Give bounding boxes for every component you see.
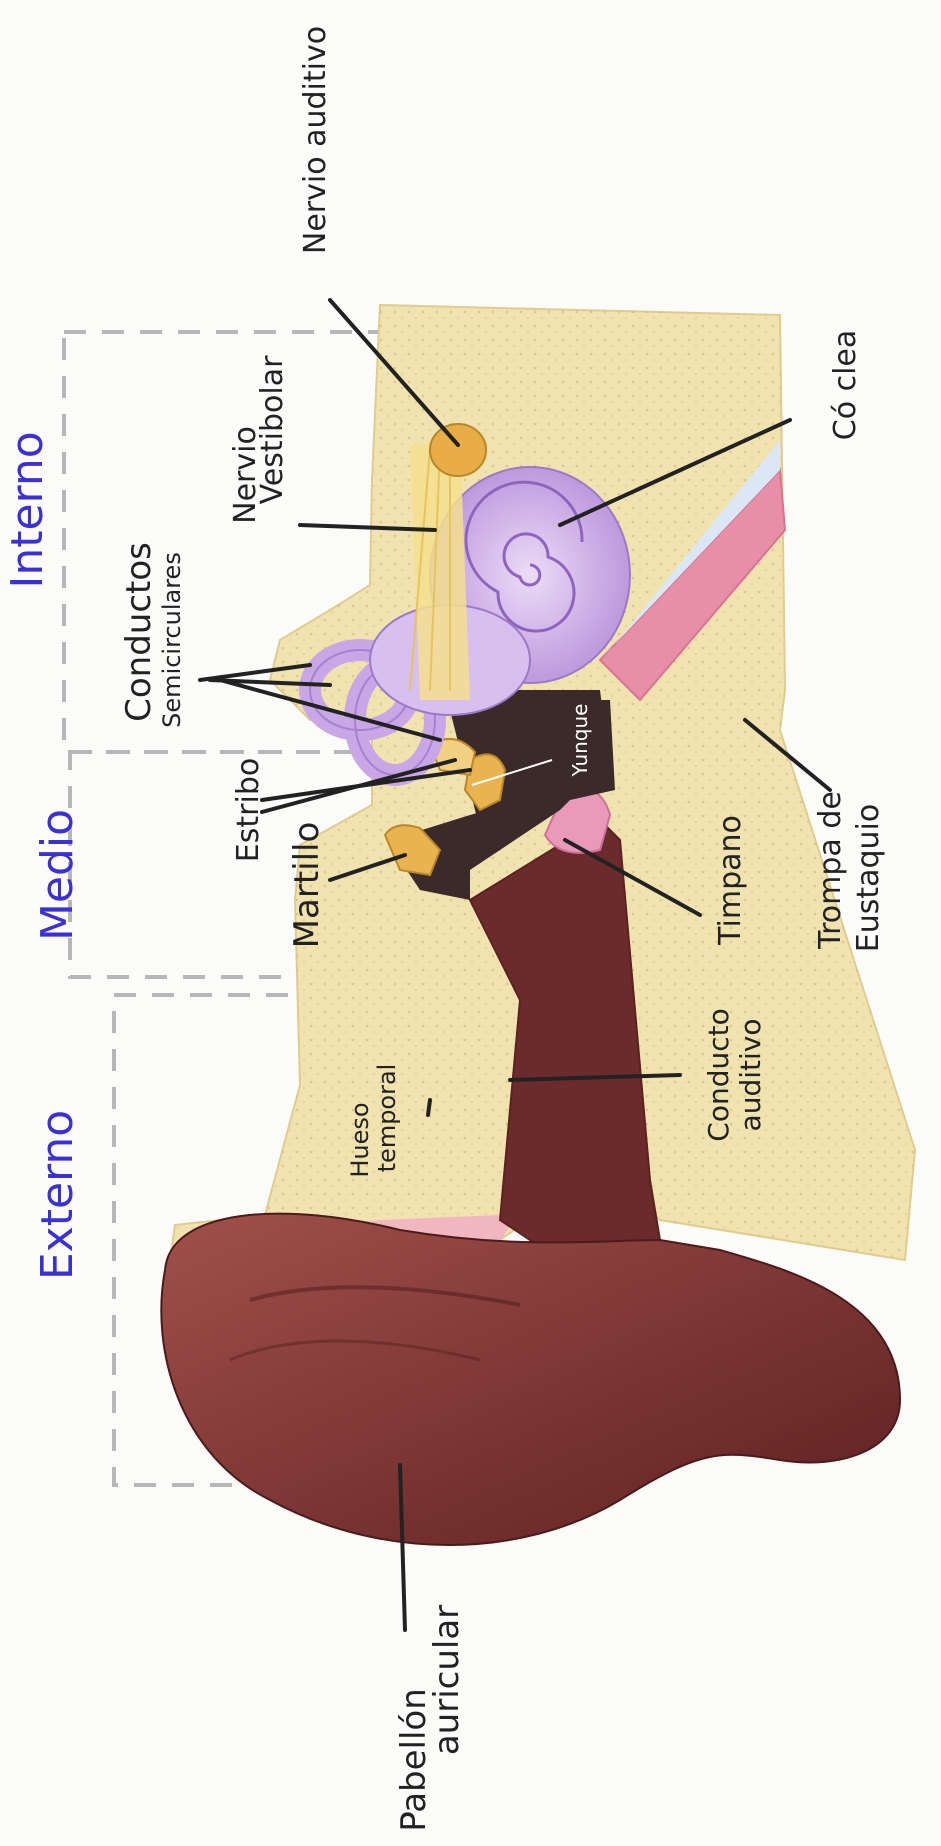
label-yunque: Yunque xyxy=(568,704,592,778)
label-coclea: Có clea xyxy=(828,330,863,441)
label-trompa-1: Trompa de xyxy=(813,791,848,950)
nervio-auditivo-ganglion xyxy=(430,424,486,476)
label-hueso-1: Hueso xyxy=(346,1102,374,1177)
label-conductos-1: Conductos xyxy=(119,542,159,722)
section-externo: Externo xyxy=(32,1110,83,1280)
label-conductos-2: Semicirculares xyxy=(158,552,186,728)
label-conducto-1: Conducto xyxy=(702,1008,735,1141)
label-hueso-2: temporal xyxy=(373,1064,401,1173)
label-trompa-2: Eustaquio xyxy=(851,804,886,953)
label-conducto-2: auditivo xyxy=(734,1019,767,1132)
section-medio: Medio xyxy=(32,809,83,941)
auricle xyxy=(161,1214,900,1545)
section-interno: Interno xyxy=(2,431,53,588)
label-nervio-auditivo: Nervio auditivo xyxy=(298,26,333,254)
label-pabellon-2: auricular xyxy=(427,1605,467,1755)
label-nervio-vestibular-2: Vestibolar xyxy=(255,355,290,504)
label-estribo: Estribo xyxy=(231,758,266,862)
label-timpano: Timpano xyxy=(713,815,748,946)
label-martillo: Martillo xyxy=(287,822,327,949)
